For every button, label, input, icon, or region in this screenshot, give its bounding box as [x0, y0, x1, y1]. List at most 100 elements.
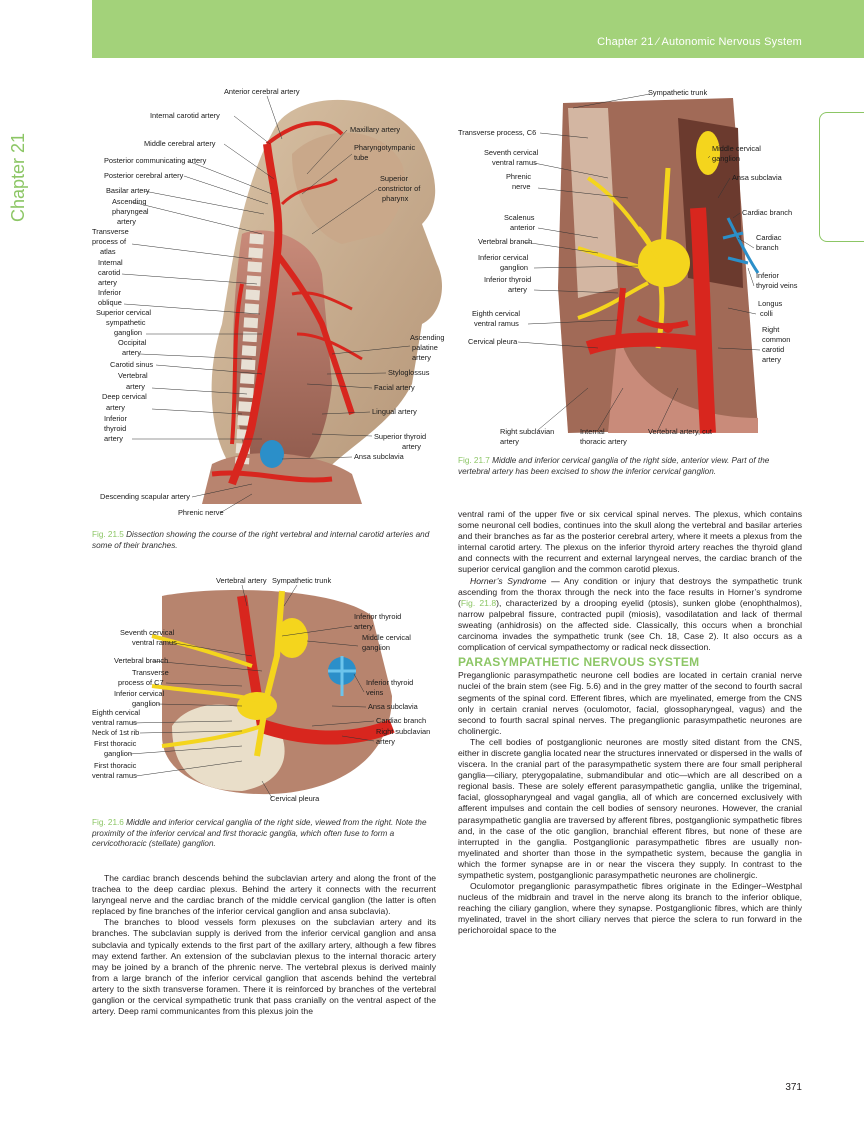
label: artery [117, 217, 136, 226]
label: Vertebral [118, 371, 148, 380]
label: artery [508, 285, 527, 294]
text-span: ), characterized by a drooping eyelid (p… [458, 597, 802, 653]
caption-text: Dissection showing the course of the rig… [92, 530, 430, 550]
label: artery [106, 403, 125, 412]
label: Internal [580, 427, 605, 436]
label: Right subclavian [376, 727, 430, 736]
label: Right subclavian [500, 427, 554, 436]
label: Cardiac [756, 233, 782, 242]
label: Superior thyroid [374, 432, 426, 441]
label: Phrenic nerve [178, 508, 224, 517]
section-heading: PARASYMPATHETIC NERVOUS SYSTEM [458, 655, 700, 670]
label: artery [354, 622, 373, 631]
paragraph: ventral rami of the upper five or six ce… [458, 509, 802, 575]
label-anterior-cerebral-artery: Anterior cerebral artery [224, 87, 300, 96]
label: Seventh cervical [484, 148, 539, 157]
label: Basilar artery [106, 186, 150, 195]
label: artery [98, 278, 117, 287]
label: thyroid veins [756, 281, 798, 290]
label: Transverse [132, 668, 169, 677]
label: Superior cervical [96, 308, 151, 317]
label: Styloglossus [388, 368, 430, 377]
label: Inferior thyroid [354, 612, 401, 621]
label: common [762, 335, 790, 344]
label: ventral ramus [92, 771, 137, 780]
label: Lingual artery [372, 407, 417, 416]
label: ganglion [362, 643, 390, 652]
label: constrictor of [378, 184, 421, 193]
label: Maxillary artery [350, 125, 400, 134]
label: artery [122, 348, 141, 357]
label: Posterior communicating artery [104, 156, 207, 165]
label: Superior [380, 174, 408, 183]
label: Cardiac branch [742, 208, 792, 217]
right-column-text: ventral rami of the upper five or six ce… [458, 509, 802, 937]
label: Right [762, 325, 779, 334]
label: Transverse process, C6 [458, 128, 536, 137]
figure-21-7: Sympathetic trunk Transverse process, C6… [458, 88, 798, 450]
label: Ansa subclavia [354, 452, 405, 461]
label: Inferior thyroid [366, 678, 413, 687]
label: ventral ramus [92, 718, 137, 727]
figure-21-6: Vertebral artery Sympathetic trunk Seven… [92, 576, 452, 806]
label: Ansa subclavia [732, 173, 783, 182]
label: ganglion [114, 328, 142, 337]
label: First thoracic [94, 739, 137, 748]
label: nerve [512, 182, 531, 191]
label: branch [756, 243, 779, 252]
label: veins [366, 688, 384, 697]
label: Inferior cervical [114, 689, 164, 698]
label: Descending scapular artery [100, 492, 190, 501]
label: Internal [98, 258, 123, 267]
caption-figure-21-5: Fig. 21.5 Dissection showing the course … [92, 530, 444, 551]
paragraph: Preganglionic parasympathetic neurone ce… [458, 670, 802, 736]
text-span: Any condition or injury that destroys th… [458, 575, 802, 608]
label: Inferior [104, 414, 128, 423]
figure-ref-link[interactable]: Fig. 21.8 [460, 597, 497, 608]
caption-figure-21-7: Fig. 21.7 Middle and inferior cervical g… [458, 456, 802, 477]
label: Sympathetic trunk [272, 576, 331, 585]
caption-number: Fig. 21.5 [92, 530, 124, 539]
caption-figure-21-6: Fig. 21.6 Middle and inferior cervical g… [92, 818, 444, 850]
label: pharynx [382, 194, 409, 203]
label: artery [126, 382, 145, 391]
label: Carotid sinus [110, 360, 153, 369]
label: artery [376, 737, 395, 746]
label: Longus [758, 299, 783, 308]
label: process of C7 [118, 678, 164, 687]
label: carotid [762, 345, 784, 354]
caption-text: Middle and inferior cervical ganglia of … [92, 818, 427, 848]
label: atlas [100, 247, 116, 256]
label: artery [500, 437, 519, 446]
label: Ascending [410, 333, 445, 342]
label: Facial artery [374, 383, 415, 392]
label: Inferior thyroid [484, 275, 531, 284]
label: artery [412, 353, 431, 362]
label: ganglion [104, 749, 132, 758]
label: ventral ramus [474, 319, 519, 328]
label: Inferior cervical [478, 253, 528, 262]
label: artery [402, 442, 421, 451]
label: palatine [412, 343, 438, 352]
label: Cervical pleura [468, 337, 518, 346]
chapter-header-bar [92, 0, 864, 58]
label: artery [762, 355, 781, 364]
label: Middle cerebral artery [144, 139, 216, 148]
chapter-tab [819, 112, 864, 242]
label: ventral ramus [492, 158, 537, 167]
label: Vertebral branch [114, 656, 168, 665]
label: Eighth cervical [92, 708, 140, 717]
label: First thoracic [94, 761, 137, 770]
label: Cervical pleura [270, 794, 320, 803]
label: ventral ramus [132, 638, 177, 647]
label: Neck of 1st rib [92, 728, 139, 737]
chapter-title: Chapter 21 ⁄ Autonomic Nervous System [597, 36, 802, 48]
label: process of [92, 237, 127, 246]
label: Inferior [98, 288, 122, 297]
paragraph: The cell bodies of postganglionic neuron… [458, 736, 802, 880]
left-column-text: The cardiac branch descends behind the s… [92, 873, 436, 1017]
label: oblique [98, 298, 122, 307]
paragraph: The cardiac branch descends behind the s… [92, 873, 436, 917]
label: carotid [98, 268, 120, 277]
label: Posterior cerebral artery [104, 171, 184, 180]
